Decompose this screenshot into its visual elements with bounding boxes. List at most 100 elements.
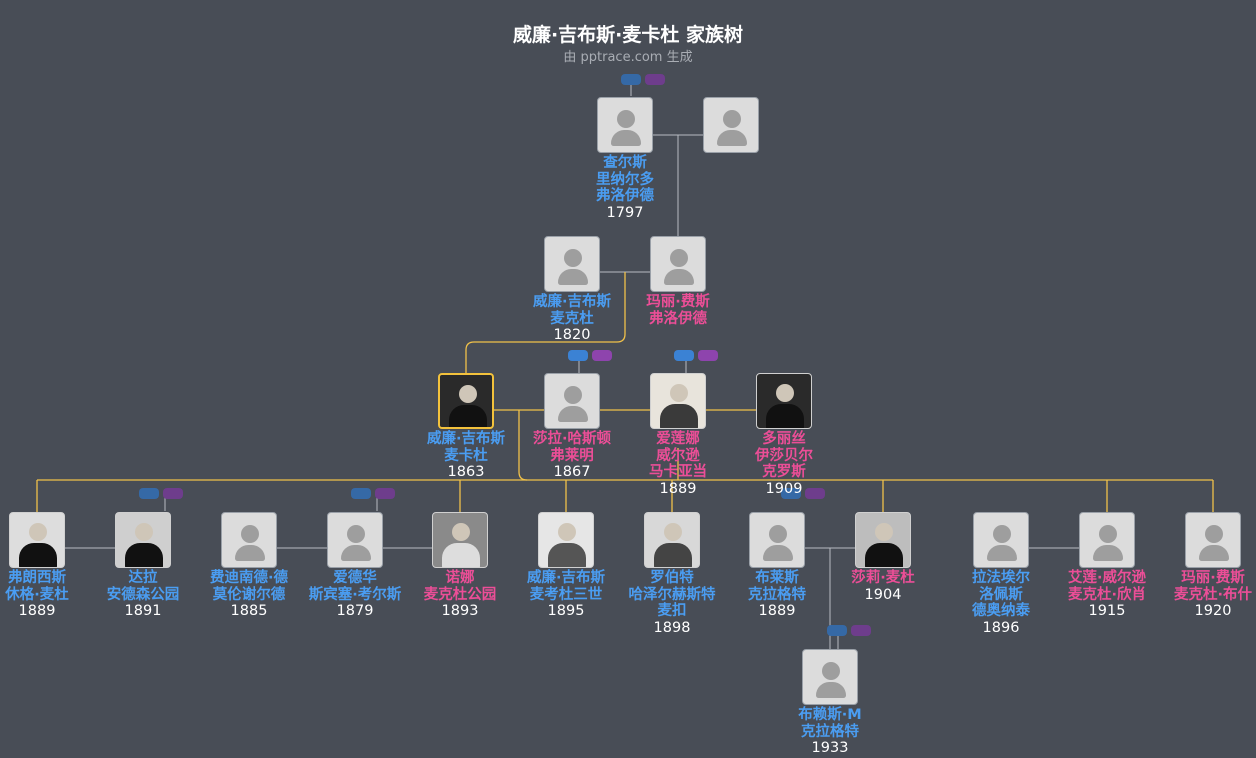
person-card[interactable]: 弗朗西斯休格·麦杜 1889 [0, 512, 107, 620]
person-name: 威廉·吉布斯麦克杜 [532, 294, 611, 327]
person-year: 1820 [553, 327, 591, 343]
person-name: 查尔斯里纳尔多弗洛伊德 [596, 155, 654, 204]
page-subtitle: 由 pptrace.com 生成 [563, 50, 693, 65]
person-name: 罗伯特哈泽尔赫斯特麦扣 [628, 570, 716, 619]
spouse-toggle[interactable] [621, 74, 665, 85]
female-pill[interactable] [698, 350, 718, 361]
person-card[interactable]: 达拉安德森公园 1891 [73, 512, 213, 620]
spouse-toggle[interactable] [351, 488, 395, 499]
spouse-toggle[interactable] [568, 350, 612, 361]
female-pill[interactable] [163, 488, 183, 499]
person-card[interactable]: 拉法埃尔洛佩斯德奥纳泰 1896 [931, 512, 1071, 636]
person-card[interactable]: 莎拉·哈斯顿弗莱明 1867 [502, 373, 642, 481]
portrait-photo [756, 373, 812, 429]
avatar-placeholder-icon [544, 236, 600, 292]
portrait-photo [438, 373, 494, 429]
spouse-toggle[interactable] [781, 488, 825, 499]
person-card[interactable]: 爱德华斯宾塞·考尔斯 1879 [285, 512, 425, 620]
person-name: 艾莲·威尔逊麦克杜·欣肖 [1067, 570, 1146, 603]
person-year: 1867 [553, 464, 591, 480]
person-name: 爱莲娜威尔逊马卡亚当 [649, 431, 707, 480]
male-pill[interactable] [827, 625, 847, 636]
person-card[interactable]: 费迪南德·德莫伦谢尔德 1885 [179, 512, 319, 620]
person-year: 1863 [447, 464, 485, 480]
person-name: 达拉安德森公园 [106, 570, 180, 603]
portrait-photo [538, 512, 594, 568]
male-pill[interactable] [781, 488, 801, 499]
avatar-placeholder-icon [749, 512, 805, 568]
spouse-toggle[interactable] [139, 488, 183, 499]
person-year: 1889 [758, 603, 796, 619]
person-year: 1896 [982, 619, 1020, 636]
person-name: 多丽丝伊莎贝尔克罗斯 [755, 431, 813, 480]
spouse-toggle[interactable] [827, 625, 871, 636]
person-year: 1879 [336, 603, 374, 619]
person-card[interactable]: 诺娜麦克杜公园 1893 [390, 512, 530, 620]
person-name: 拉法埃尔洛佩斯德奥纳泰 [972, 570, 1030, 619]
person-year: 1891 [124, 603, 162, 619]
person-card[interactable]: 爱莲娜威尔逊马卡亚当 1889 [608, 373, 748, 497]
avatar-placeholder-icon [650, 236, 706, 292]
male-pill[interactable] [139, 488, 159, 499]
person-card[interactable]: 威廉·吉布斯麦考杜三世 1895 [496, 512, 636, 620]
female-pill[interactable] [592, 350, 612, 361]
person-card-selected[interactable]: 威廉·吉布斯麦卡杜 1863 [396, 373, 536, 481]
person-year: 1797 [606, 204, 644, 221]
female-pill[interactable] [375, 488, 395, 499]
avatar-placeholder-icon [1079, 512, 1135, 568]
person-year: 1889 [18, 603, 56, 619]
person-year: 1895 [547, 603, 585, 619]
person-year: 1915 [1088, 603, 1126, 619]
avatar-placeholder-icon [327, 512, 383, 568]
male-pill[interactable] [351, 488, 371, 499]
female-pill[interactable] [805, 488, 825, 499]
person-card[interactable]: 多丽丝伊莎贝尔克罗斯 1909 [714, 373, 854, 497]
person-card[interactable]: 莎莉·麦杜 1904 [813, 512, 953, 603]
portrait-photo [115, 512, 171, 568]
person-name: 诺娜麦克杜公园 [423, 570, 497, 603]
person-name: 爱德华斯宾塞·考尔斯 [308, 570, 402, 603]
avatar-placeholder-icon [703, 97, 759, 153]
person-card[interactable]: 玛丽·费斯麦克杜·布什 1920 [1143, 512, 1256, 620]
person-year: 1885 [230, 603, 268, 619]
female-pill[interactable] [851, 625, 871, 636]
person-year: 1904 [864, 586, 902, 603]
person-name: 玛丽·费斯麦克杜·布什 [1173, 570, 1252, 603]
person-card[interactable]: 玛丽·费斯弗洛伊德 [608, 236, 748, 327]
person-year: 1909 [765, 480, 803, 497]
male-pill[interactable] [568, 350, 588, 361]
person-name: 莎莉·麦杜 [851, 570, 915, 586]
person-name: 玛丽·费斯弗洛伊德 [646, 294, 710, 327]
person-name: 莎拉·哈斯顿弗莱明 [532, 431, 611, 464]
avatar-placeholder-icon [597, 97, 653, 153]
person-card[interactable]: 艾莲·威尔逊麦克杜·欣肖 1915 [1037, 512, 1177, 620]
male-pill[interactable] [621, 74, 641, 85]
person-year: 1893 [441, 603, 479, 619]
person-year: 1933 [811, 740, 849, 756]
person-name: 弗朗西斯休格·麦杜 [5, 570, 69, 603]
portrait-photo [644, 512, 700, 568]
spouse-toggle[interactable] [674, 350, 718, 361]
person-card[interactable]: 威廉·吉布斯麦克杜 1820 [502, 236, 642, 344]
person-card[interactable]: 罗伯特哈泽尔赫斯特麦扣 1898 [602, 512, 742, 636]
page-title: 威廉·吉布斯·麦卡杜 家族树 [512, 24, 744, 46]
person-name: 费迪南德·德莫伦谢尔德 [209, 570, 288, 603]
avatar-placeholder-icon [802, 649, 858, 705]
avatar-placeholder-icon [973, 512, 1029, 568]
portrait-photo [855, 512, 911, 568]
portrait-photo [650, 373, 706, 429]
person-year: 1889 [659, 480, 697, 497]
person-name: 威廉·吉布斯麦考杜三世 [526, 570, 605, 603]
female-pill[interactable] [645, 74, 665, 85]
avatar-placeholder-icon [1185, 512, 1241, 568]
portrait-photo [432, 512, 488, 568]
avatar-placeholder-icon [221, 512, 277, 568]
person-card[interactable]: 布莱斯克拉格特 1889 [707, 512, 847, 620]
person-card[interactable]: 查尔斯里纳尔多弗洛伊德 1797 [555, 97, 695, 221]
person-card[interactable] [661, 97, 801, 153]
person-year: 1898 [653, 619, 691, 636]
male-pill[interactable] [674, 350, 694, 361]
person-name: 威廉·吉布斯麦卡杜 [426, 431, 505, 464]
